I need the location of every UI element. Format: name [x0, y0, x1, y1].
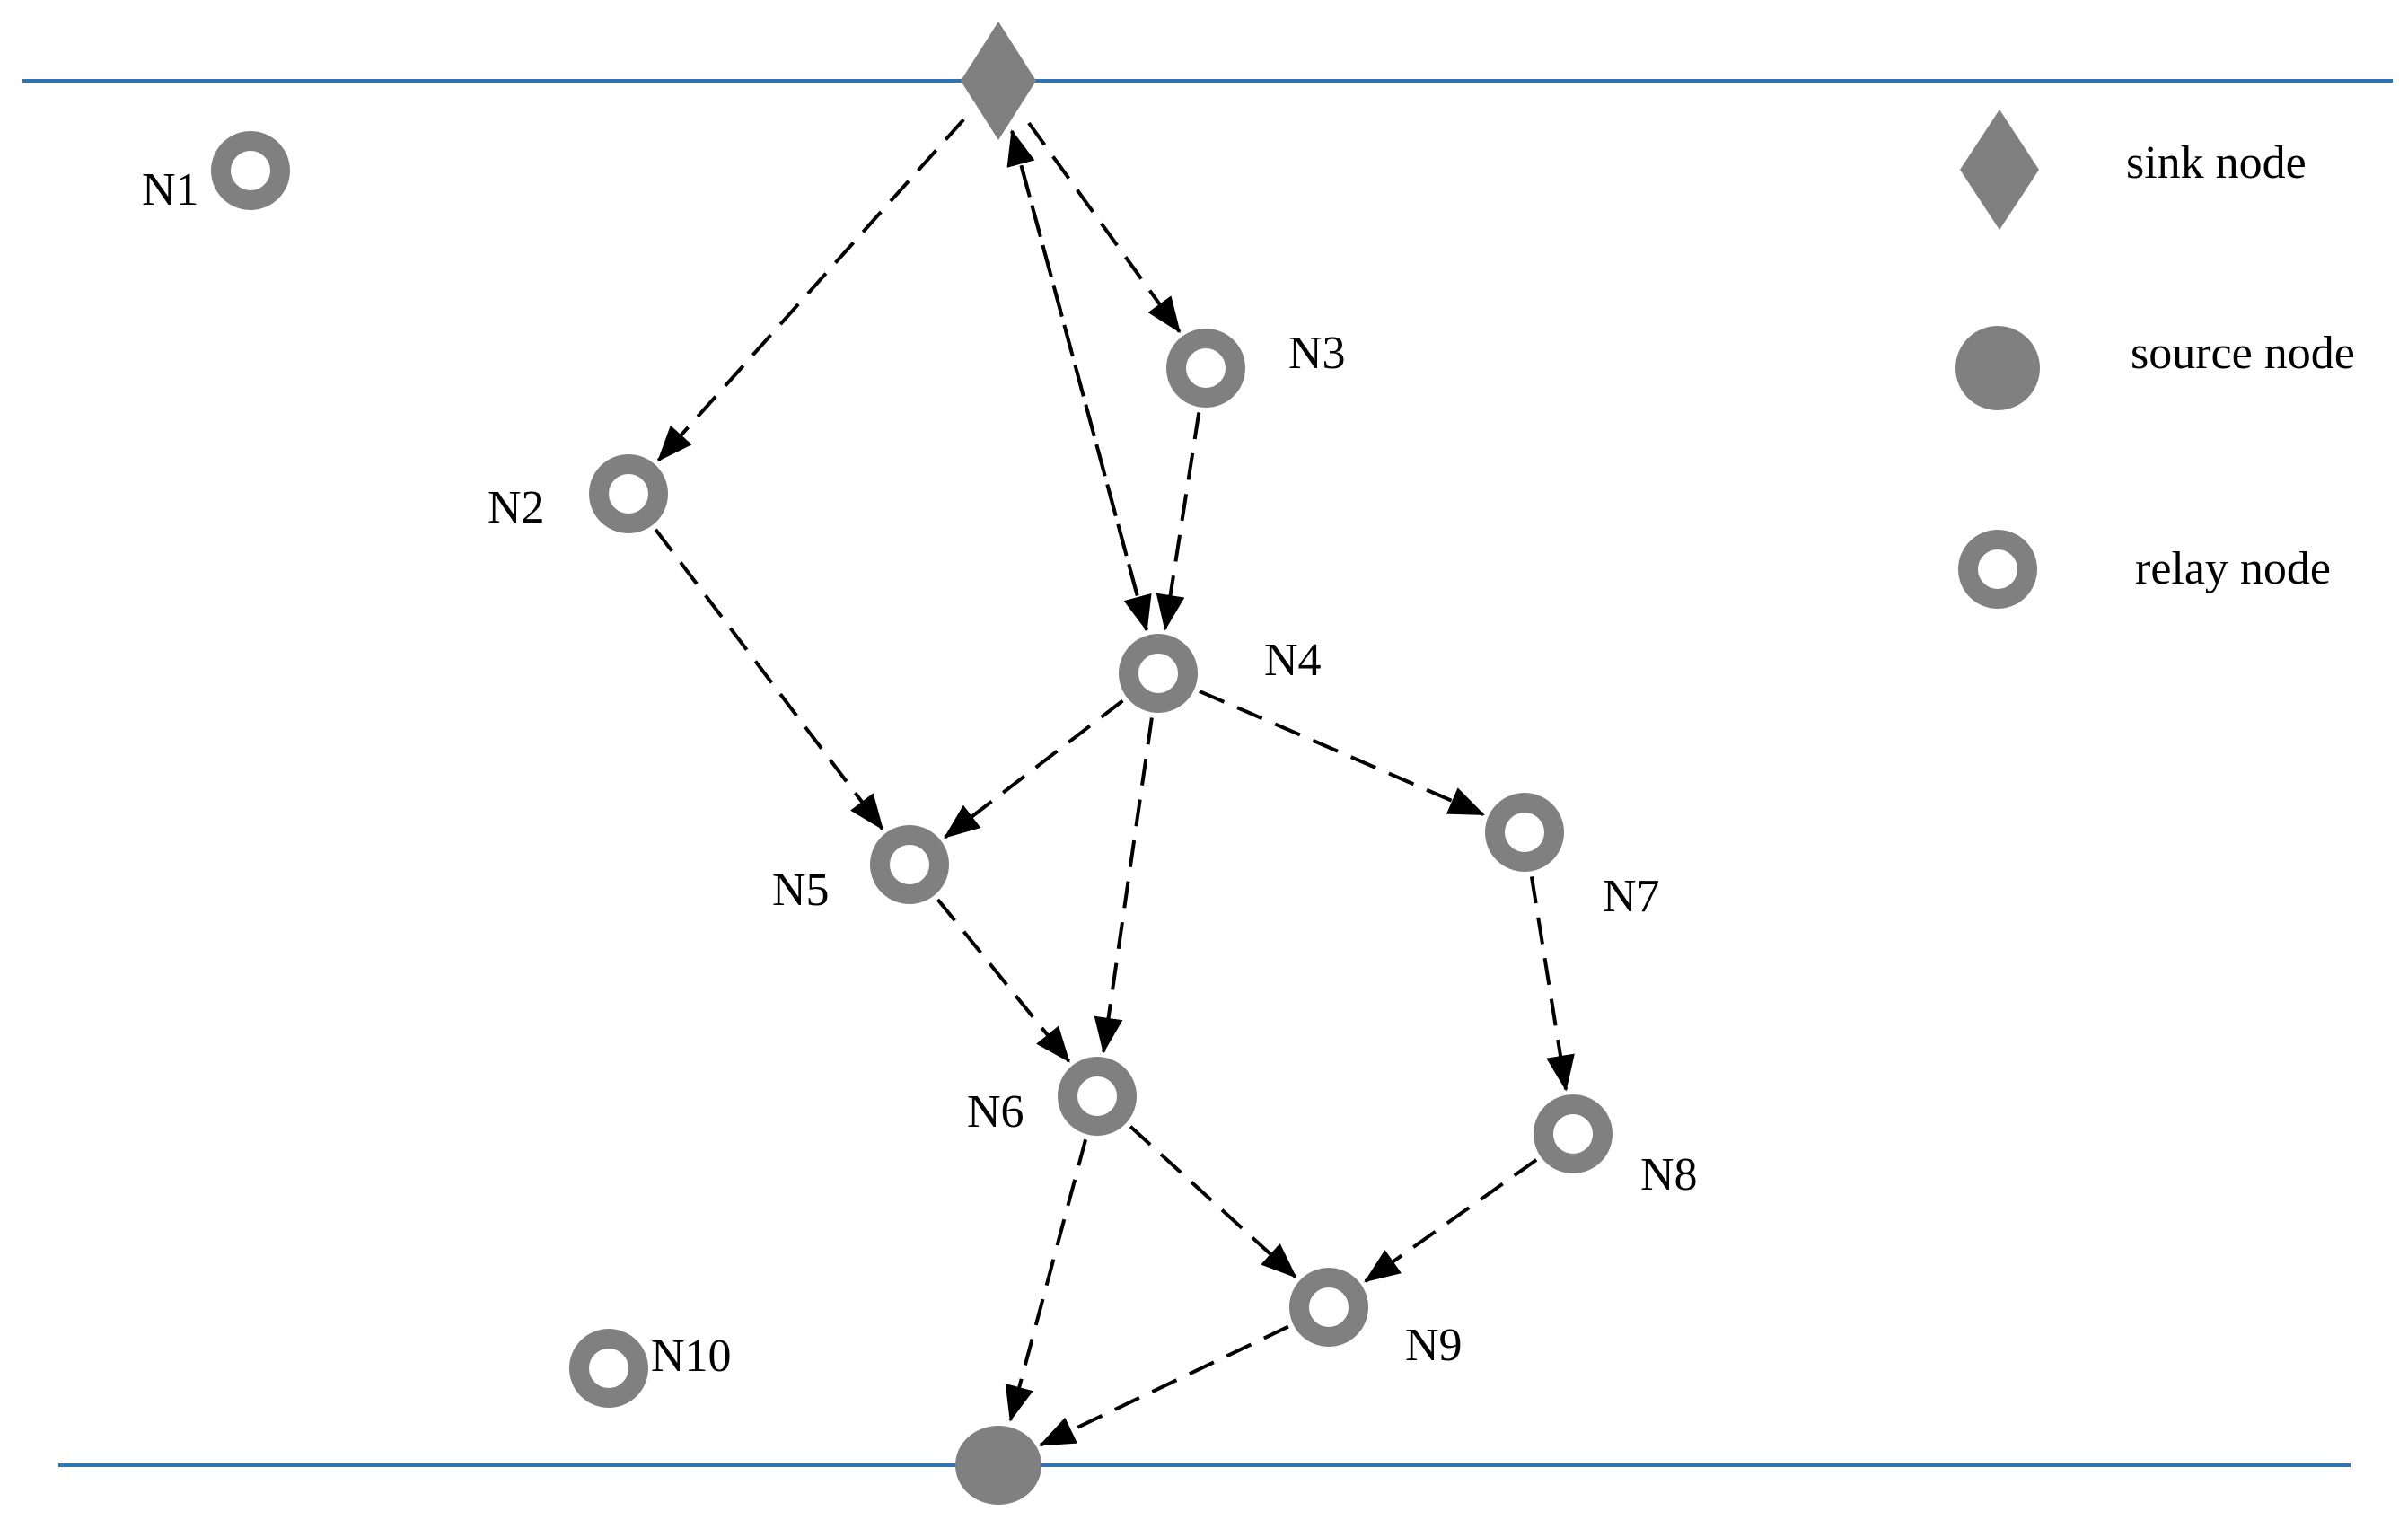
edge-sink-to-n2 [656, 118, 965, 462]
node-label-n4: N4 [1264, 635, 1322, 686]
edge-n2-to-n5 [654, 528, 884, 830]
edge-n9-to-source [1039, 1324, 1289, 1447]
edges-layer [654, 118, 1575, 1447]
legend-relay-label: relay node [2135, 543, 2331, 594]
relay-node-n4 [1119, 634, 1198, 713]
relay-node-n6 [1058, 1057, 1137, 1136]
edge-n6-to-n9 [1129, 1125, 1297, 1278]
edge-sink-to-n3 [1027, 121, 1182, 334]
node-label-n7: N7 [1603, 871, 1660, 922]
relay-node-n10 [569, 1329, 648, 1408]
edge-n5-to-n6 [936, 898, 1071, 1063]
nodes-layer [211, 22, 1613, 1505]
node-label-n2: N2 [488, 482, 545, 533]
relay-node-n5 [870, 825, 949, 904]
legend: sink node source node relay node [1955, 110, 2355, 609]
relay-node-n1 [211, 131, 290, 210]
relay-node-n7 [1485, 793, 1564, 872]
legend-relay-icon [1958, 530, 2037, 609]
edge-n4-to-sink [1006, 129, 1148, 631]
legend-sink-icon [1960, 110, 2039, 230]
edge-n4-to-n5 [944, 698, 1124, 839]
sink-node [961, 22, 1036, 140]
node-label-n8: N8 [1640, 1149, 1698, 1200]
legend-source-label: source node [2131, 328, 2355, 379]
edge-n4-to-n7 [1199, 690, 1485, 816]
node-label-n3: N3 [1288, 328, 1346, 379]
edge-n7-to-n8 [1529, 876, 1575, 1092]
node-label-n6: N6 [967, 1086, 1024, 1138]
node-label-n5: N5 [772, 865, 830, 916]
node-label-n10: N10 [651, 1331, 732, 1382]
edge-n6-to-source [1005, 1138, 1088, 1422]
node-label-n1: N1 [142, 164, 199, 215]
relay-node-n8 [1534, 1094, 1613, 1173]
relay-node-n9 [1289, 1268, 1368, 1347]
edge-n3-to-n4 [1156, 412, 1201, 631]
edge-n8-to-n9 [1364, 1158, 1538, 1283]
edge-n4-to-n6 [1094, 717, 1154, 1054]
node-label-n9: N9 [1405, 1320, 1463, 1371]
source-node [955, 1426, 1041, 1505]
legend-sink-label: sink node [2126, 137, 2307, 189]
relay-node-n3 [1166, 329, 1245, 408]
relay-node-n2 [589, 454, 668, 533]
legend-source-icon [1955, 326, 2040, 410]
